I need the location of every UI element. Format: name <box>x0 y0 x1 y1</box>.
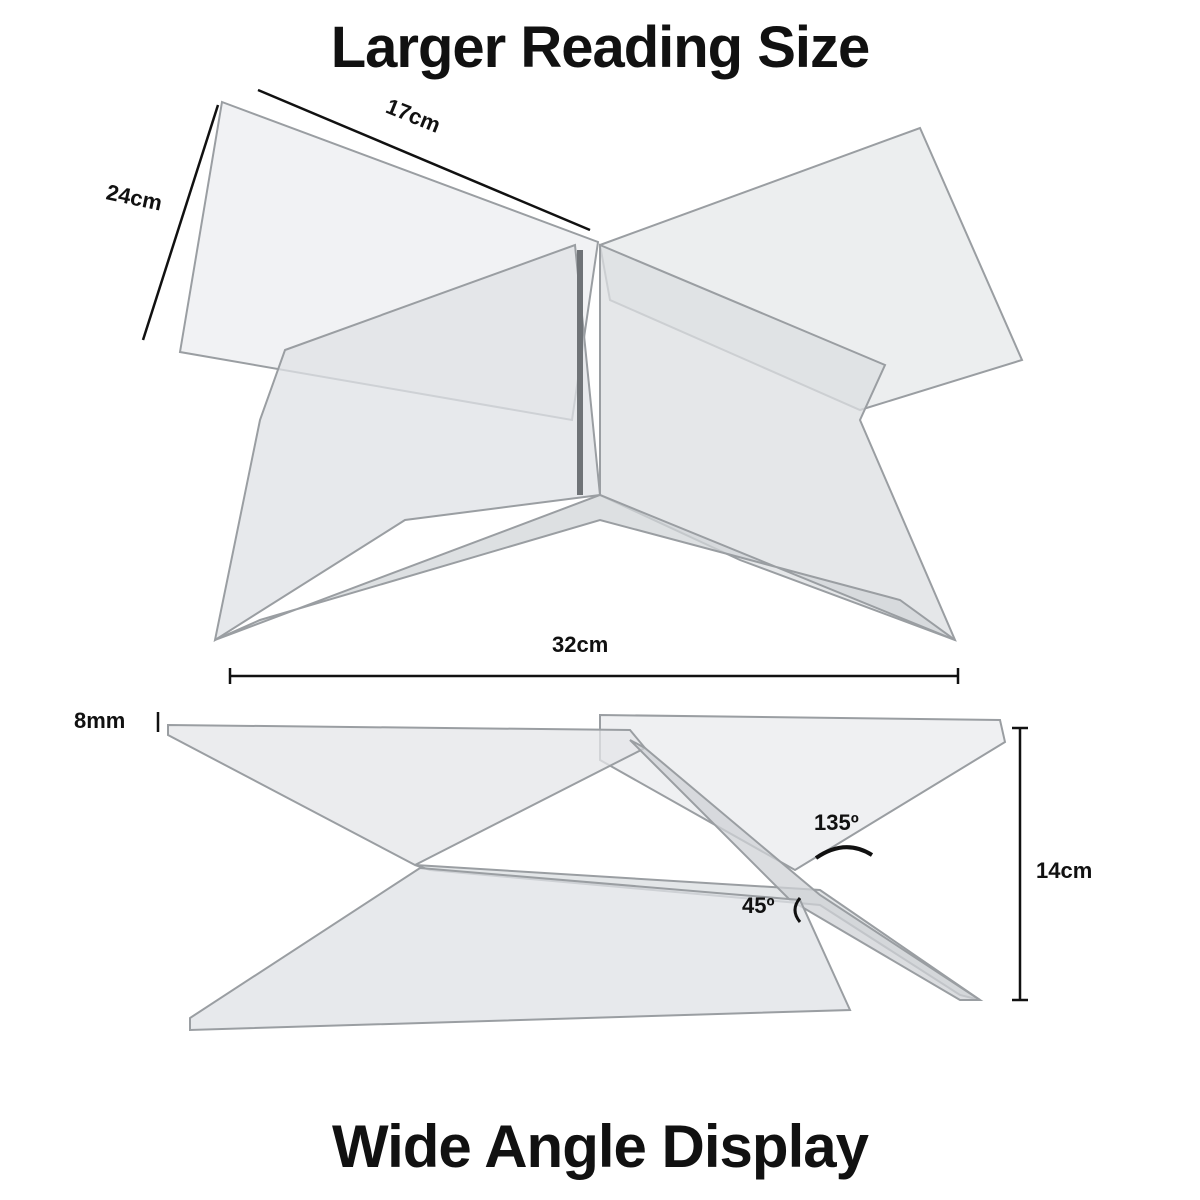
side-view-stand <box>167 713 1007 1032</box>
thickness-label: 8mm <box>74 708 126 733</box>
width-label: 32cm <box>552 632 609 657</box>
dimension-lines <box>141 88 1028 1002</box>
headline-bottom: Wide Angle Display <box>331 1113 869 1180</box>
headline-top: Larger Reading Size <box>330 15 871 80</box>
height-side-label: 14cm <box>1036 858 1093 883</box>
angle-wide-label: 135º <box>814 810 859 835</box>
angle-narrow-label: 45º <box>742 893 775 918</box>
top-view-stand <box>178 100 1024 643</box>
